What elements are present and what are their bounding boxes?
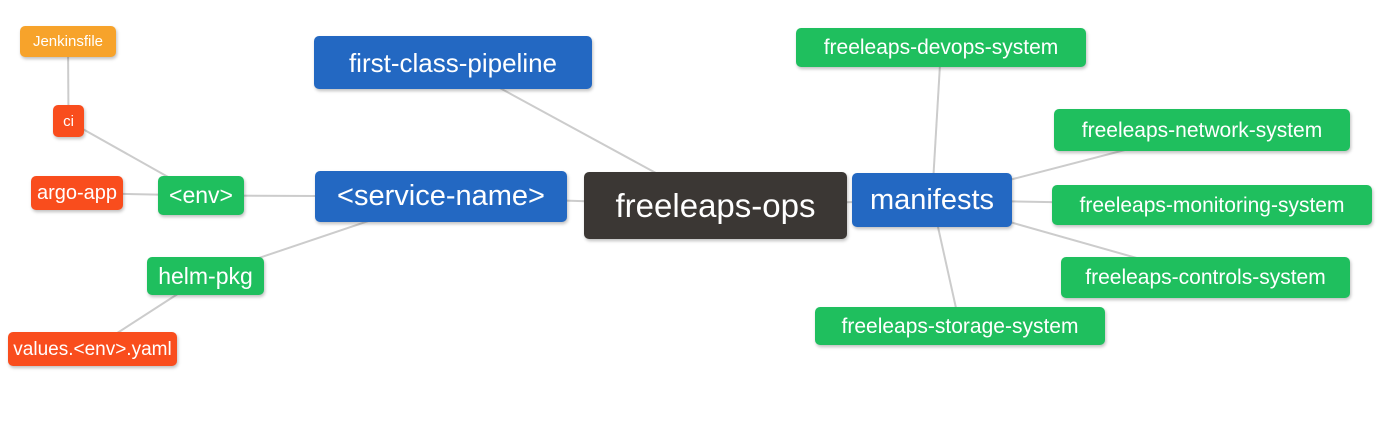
node-ci[interactable]: ci: [53, 105, 84, 137]
node-freeleaps-monitoring-system[interactable]: freeleaps-monitoring-system: [1052, 185, 1372, 225]
node-label: freeleaps-controls-system: [1085, 266, 1326, 289]
node-label: freeleaps-ops: [615, 187, 816, 224]
node-label: <service-name>: [337, 180, 545, 212]
node-values-env-yaml[interactable]: values.<env>.yaml: [8, 332, 177, 366]
node-label: freeleaps-network-system: [1081, 118, 1323, 142]
node-label: argo-app: [36, 182, 118, 204]
node-env[interactable]: <env>: [158, 176, 244, 215]
node-label: freeleaps-storage-system: [841, 314, 1079, 338]
node-freeleaps-devops-system[interactable]: freeleaps-devops-system: [796, 28, 1086, 67]
node-manifests[interactable]: manifests: [852, 173, 1012, 227]
node-label: manifests: [869, 183, 995, 216]
node-label: <env>: [169, 182, 233, 208]
node-service-name[interactable]: <service-name>: [315, 171, 567, 222]
node-freeleaps-controls-system[interactable]: freeleaps-controls-system: [1061, 257, 1350, 298]
node-label: ci: [63, 112, 74, 130]
node-freeleaps-ops[interactable]: freeleaps-ops: [584, 172, 847, 239]
node-freeleaps-network-system[interactable]: freeleaps-network-system: [1054, 109, 1350, 151]
node-helm-pkg[interactable]: helm-pkg: [147, 257, 264, 295]
node-argo-app[interactable]: argo-app: [31, 176, 123, 210]
node-label: Jenkinsfile: [32, 33, 104, 50]
node-label: values.<env>.yaml: [13, 338, 172, 360]
node-label: first-class-pipeline: [348, 47, 558, 78]
node-label: freeleaps-monitoring-system: [1079, 193, 1345, 217]
node-jenkinsfile[interactable]: Jenkinsfile: [20, 26, 116, 57]
node-label: helm-pkg: [158, 262, 253, 289]
node-first-class-pipeline[interactable]: first-class-pipeline: [314, 36, 592, 89]
node-freeleaps-storage-system[interactable]: freeleaps-storage-system: [815, 307, 1105, 345]
node-label: freeleaps-devops-system: [823, 36, 1059, 59]
